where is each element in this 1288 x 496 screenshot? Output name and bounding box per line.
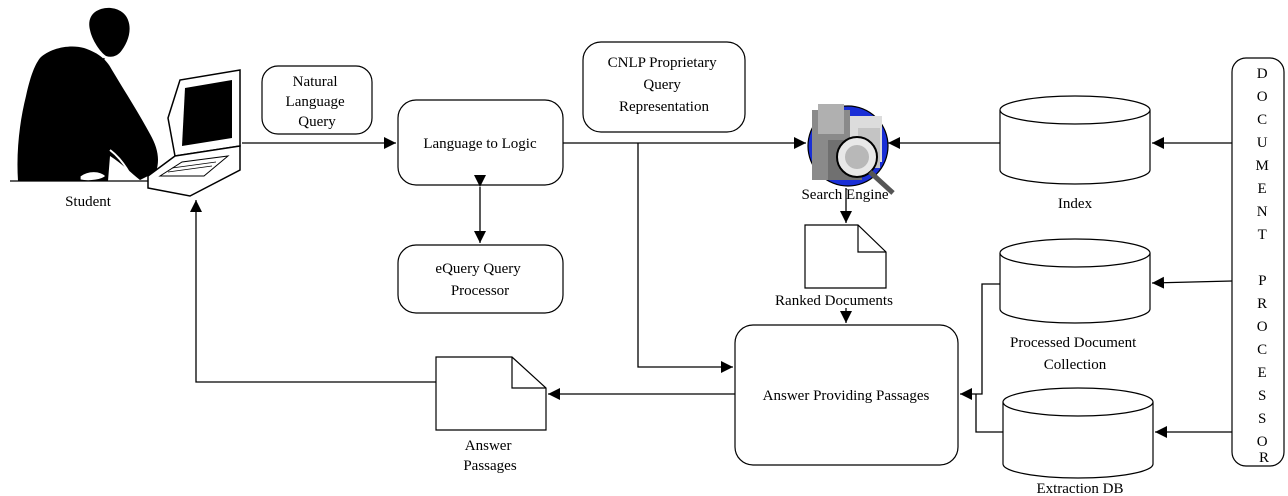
extraction-db-cylinder bbox=[1002, 387, 1154, 479]
answer-providing-passages-label: Answer Providing Passages bbox=[763, 388, 930, 404]
extraction-db-label: Extraction DB bbox=[1036, 481, 1123, 496]
arrow-collection-to-answer-box bbox=[960, 283, 1000, 400]
arrow-logic-to-answer-box bbox=[637, 143, 733, 373]
equery-processor-box bbox=[397, 244, 564, 314]
language-to-logic-label: Language to Logic bbox=[423, 136, 537, 152]
student-label: Student bbox=[65, 194, 112, 210]
search-engine-icon bbox=[807, 104, 895, 195]
search-engine-label: Search Engine bbox=[801, 187, 888, 203]
natural-language-query-box bbox=[261, 65, 373, 135]
ranked-documents-doc bbox=[804, 224, 887, 289]
cnlp-query-representation-box bbox=[582, 41, 746, 133]
answer-passages-label: Answer Passages bbox=[463, 438, 516, 474]
processed-document-collection-label: Processed Document Collection bbox=[1010, 335, 1140, 373]
student-figure bbox=[10, 7, 159, 182]
natural-language-query-label: Natural Language Query bbox=[286, 74, 349, 130]
index-label: Index bbox=[1058, 196, 1093, 212]
line-extraction-to-answer-box bbox=[975, 394, 1003, 433]
answer-providing-passages-box bbox=[734, 324, 959, 466]
processed-document-collection-cylinder bbox=[999, 238, 1151, 324]
cnlp-query-representation-label: CNLP Proprietary Query Representation bbox=[608, 55, 721, 115]
laptop-icon bbox=[147, 69, 241, 197]
equery-processor-label: eQuery Query Processor bbox=[435, 261, 524, 299]
arrow-passages-to-student bbox=[190, 200, 436, 383]
answer-passages-doc bbox=[435, 356, 547, 431]
arrow-processor-to-collection bbox=[1151, 276, 1233, 289]
document-processor-label: D O C U M E N T P R O C E S S O R bbox=[1255, 66, 1272, 466]
ranked-documents-label: Ranked Documents bbox=[775, 293, 893, 309]
index-cylinder bbox=[999, 95, 1151, 185]
document-processor-box bbox=[1231, 57, 1285, 467]
